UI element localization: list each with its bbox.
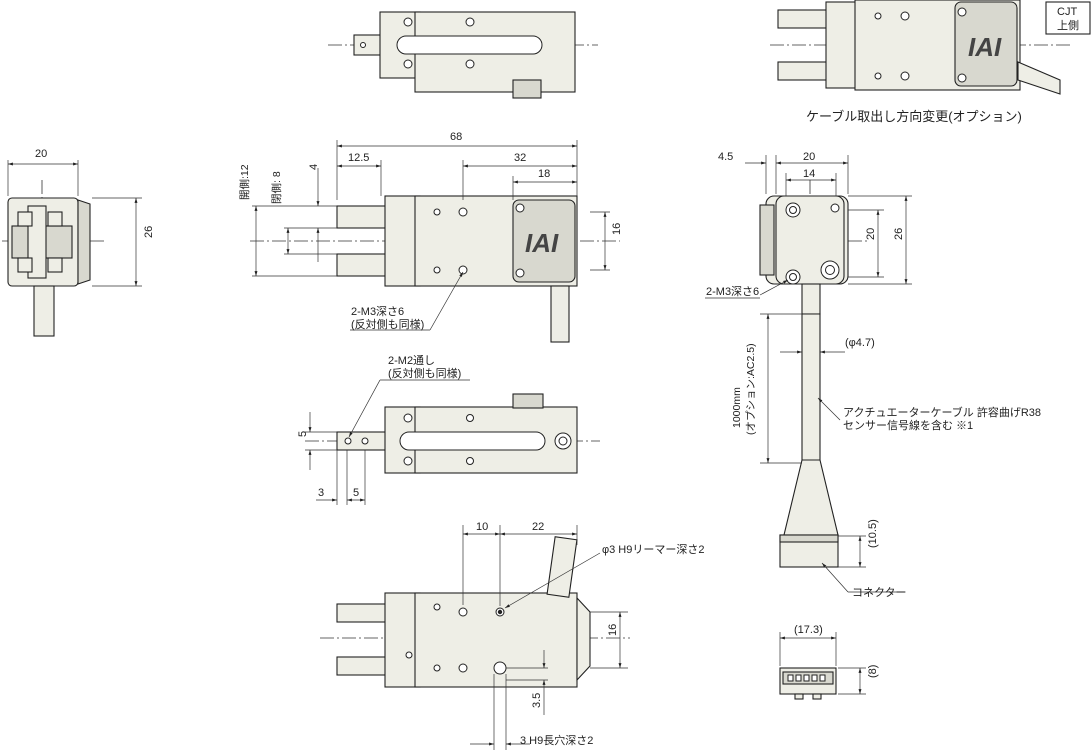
cjt-view: IAI CJT 上側 ケーブル取出し方向変更(オプション) xyxy=(770,0,1091,124)
dim-5-v: 5 xyxy=(297,431,309,437)
dim-10: 10 xyxy=(476,521,488,533)
cjt-upper: 上側 xyxy=(1057,19,1079,32)
reamer-note: φ3 H9リーマー深さ2 xyxy=(602,543,705,556)
dim-r20-v: 20 xyxy=(865,228,877,240)
actuator-cable-note: アクチュエーターケーブル 許容曲げR38 xyxy=(843,405,1041,419)
top-view xyxy=(328,11,598,99)
sensor-note: センサー信号線を含む ※1 xyxy=(843,418,973,432)
logo-front: IAI xyxy=(525,228,559,258)
end-view: 4.5 20 14 20 26 2-M3深さ6 1000mm (オプション:AC… xyxy=(705,151,1041,599)
rm3-note: 2-M3深さ6 xyxy=(706,285,759,298)
cable-diameter: (φ4.7) xyxy=(845,337,875,349)
front-view: IAI 68 32 18 12.5 16 4 開側:12 閉側: 8 2-M3深… xyxy=(238,131,623,343)
slot-note: 3 H9長穴深さ2 xyxy=(520,733,593,747)
dim-68: 68 xyxy=(450,131,462,143)
dim-22: 22 xyxy=(532,521,544,533)
dim-4: 4 xyxy=(308,164,320,170)
cable-option-caption: ケーブル取出し方向変更(オプション) xyxy=(806,109,1022,124)
dim-open-12: 開側:12 xyxy=(238,164,251,200)
connector-label: コネクター xyxy=(852,586,907,599)
dim-r26: 26 xyxy=(893,228,905,240)
connector-detail: (17.3) (8) xyxy=(779,624,879,700)
cable-length: 1000mm xyxy=(731,387,743,428)
m3-note-opp: (反対側も同様) xyxy=(351,317,424,331)
logo-cjt: IAI xyxy=(968,32,1002,62)
m2-note: 2-M2通し xyxy=(388,354,435,367)
m3-note: 2-M3深さ6 xyxy=(351,305,404,318)
dim-16: 16 xyxy=(611,223,623,235)
dim-8: (8) xyxy=(867,665,879,678)
dim-32: 32 xyxy=(514,152,526,164)
dim-r4-5: 4.5 xyxy=(718,151,733,163)
left-side-view: 20 26 xyxy=(2,148,155,337)
dim-3-5: 3.5 xyxy=(531,693,543,708)
dim-17-3: (17.3) xyxy=(794,624,823,636)
dim-close-8: 閉側: 8 xyxy=(270,171,283,204)
dim-12-5: 12.5 xyxy=(348,152,369,164)
dim-16-b: 16 xyxy=(607,624,619,636)
dim-r20: 20 xyxy=(803,151,815,163)
slot-view: 2-M2通し (反対側も同様) 5 3 5 xyxy=(297,354,600,505)
dim-3: 3 xyxy=(318,487,324,499)
dim-5-h: 5 xyxy=(353,487,359,499)
dim-10-5: (10.5) xyxy=(867,519,879,548)
dim-18: 18 xyxy=(538,168,550,180)
bottom-view: 10 22 φ3 H9リーマー深さ2 16 3.5 3 H9長穴深さ2 xyxy=(320,521,705,750)
dim-r14: 14 xyxy=(803,168,815,180)
dim-s20: 20 xyxy=(35,148,47,160)
cjt-label: CJT xyxy=(1057,6,1077,18)
dim-s26: 26 xyxy=(143,226,155,238)
cable-length-option: (オプション:AC2.5) xyxy=(745,343,757,435)
m2-note-opp: (反対側も同様) xyxy=(388,366,461,380)
